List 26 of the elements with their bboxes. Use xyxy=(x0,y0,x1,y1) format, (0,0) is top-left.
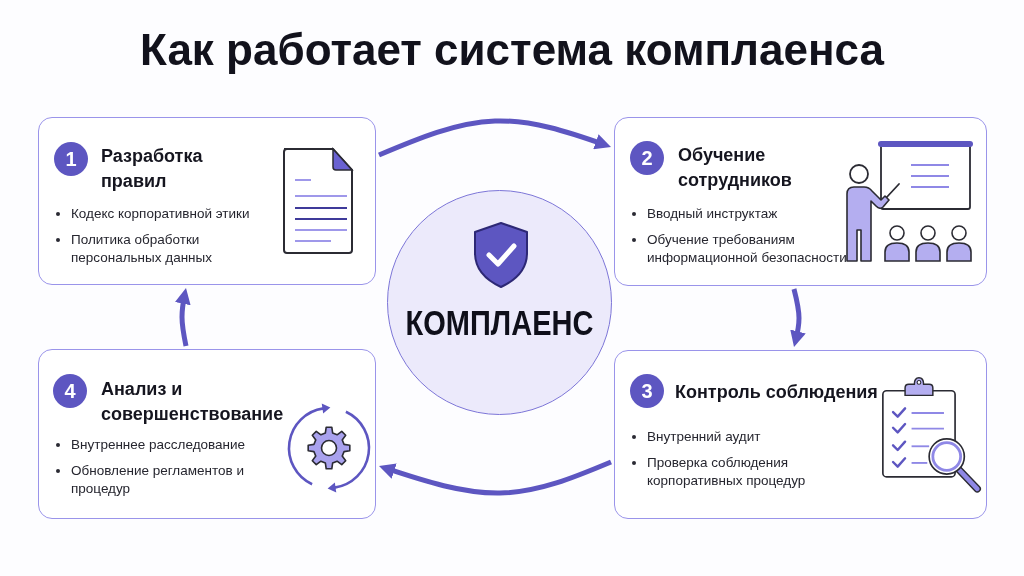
step-card xyxy=(38,117,376,285)
bullet-text: Кодекс корпоративной этики xyxy=(71,205,251,223)
curved-arrow xyxy=(174,287,191,347)
bullet-text: Вводный инструктаж xyxy=(647,205,779,223)
step-number-badge: 1 xyxy=(54,142,88,176)
step-number-badge: 2 xyxy=(630,141,664,175)
step-heading: Контроль соблюдения xyxy=(675,381,878,404)
center-label: КОМПЛАЕНС xyxy=(405,302,594,344)
curved-arrow xyxy=(378,459,612,496)
step-heading: Разработка правил xyxy=(101,145,204,193)
curved-arrow xyxy=(378,118,612,158)
bullet-text: Обновление регламентов и процедур xyxy=(71,462,245,498)
title: Как работает система комплаенса xyxy=(140,24,884,76)
step-number-badge: 4 xyxy=(53,374,87,408)
step-card xyxy=(38,349,376,519)
curved-arrow xyxy=(790,288,806,348)
bullet-text: Внутреннее расследование xyxy=(71,436,247,454)
bullet-text: Проверка соблюдения корпоративных процедур xyxy=(647,454,807,490)
step-heading: Обучение сотрудников xyxy=(678,144,793,192)
step-card xyxy=(614,117,987,286)
bullet-text: Обучение требованиям информационной безопасности xyxy=(647,231,847,267)
step-card xyxy=(614,350,987,519)
step-heading: Анализ и совершенствование xyxy=(101,378,285,426)
bullet-text: Политика обработки персональных данных xyxy=(71,231,214,267)
bullet-text: Внутренний аудит xyxy=(647,428,762,446)
step-number-badge: 3 xyxy=(630,374,664,408)
